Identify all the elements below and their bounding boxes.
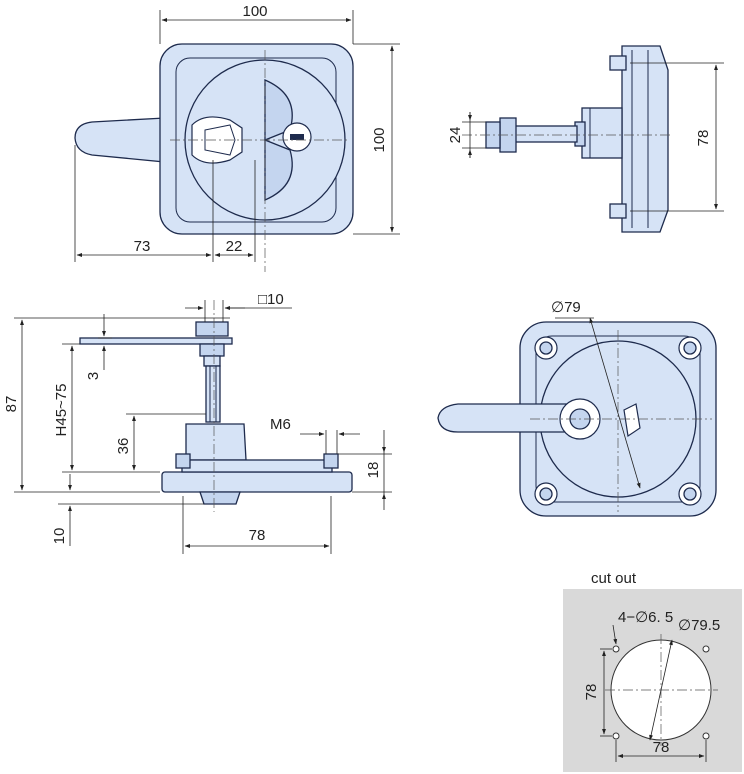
dim-holes-78: 78 — [695, 130, 712, 147]
dim-handle-73: 73 — [134, 238, 151, 255]
dim-body-36: 36 — [115, 438, 132, 455]
dim-spindle-24: 24 — [447, 127, 464, 144]
dim-bottom-10: 10 — [51, 528, 68, 545]
dim-range: H45~75 — [53, 384, 70, 437]
dim-base-78: 78 — [249, 527, 266, 544]
cutout-dim-diameter: ∅79.5 — [678, 617, 720, 634]
dim-thread-m6: M6 — [270, 416, 291, 433]
dim-diameter-79: ∅79 — [551, 299, 581, 316]
dim-height-100: 100 — [371, 127, 388, 152]
section-view: □10 87 H45~75 3 36 M6 18 — [3, 291, 392, 554]
side-view: 24 78 — [447, 45, 724, 233]
dim-square-10: □10 — [258, 291, 284, 308]
cutout-dim-width: 78 — [653, 739, 670, 756]
dim-stud-18: 18 — [365, 462, 382, 479]
dim-width-100: 100 — [242, 3, 267, 20]
cutout-dim-height: 78 — [583, 684, 600, 701]
dim-offset-22: 22 — [226, 238, 243, 255]
cutout-view: cut out 4−∅6. 5 ∅79.5 78 78 — [563, 570, 742, 772]
rear-view: ∅79 — [437, 299, 717, 517]
dim-thickness-3: 3 — [85, 372, 102, 380]
front-view: 100 100 73 22 — [74, 3, 400, 272]
cutout-title: cut out — [591, 570, 637, 587]
cutout-dim-holes: 4−∅6. 5 — [618, 609, 673, 626]
dim-total-87: 87 — [3, 396, 20, 413]
